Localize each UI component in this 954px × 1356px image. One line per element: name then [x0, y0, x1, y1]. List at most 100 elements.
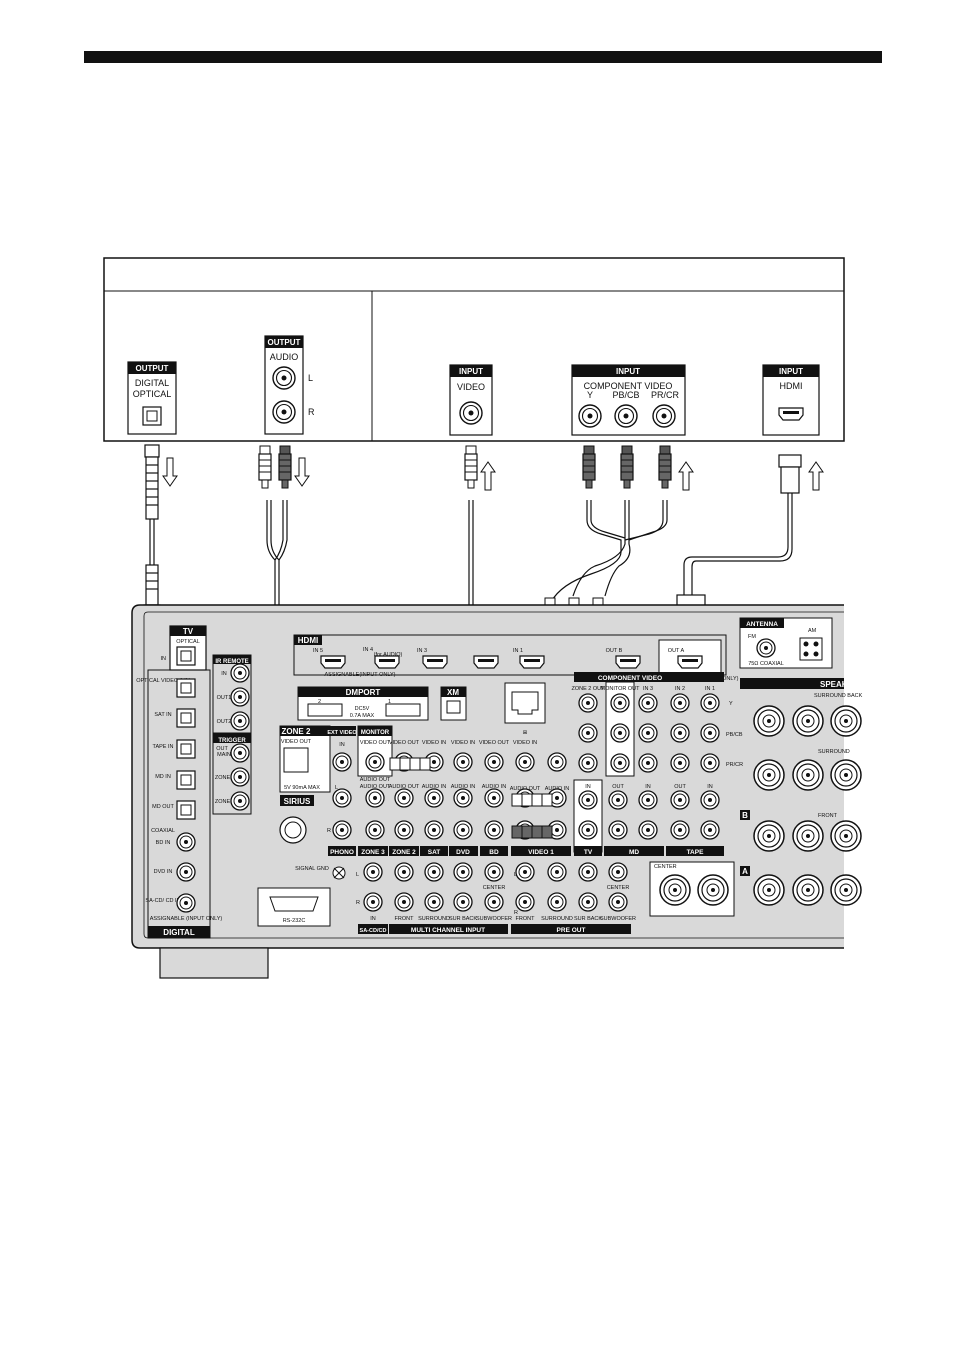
antenna-coaxial: 75Ω COAXIAL — [748, 661, 784, 667]
xm-block: XM — [440, 686, 467, 721]
top-rule — [84, 51, 882, 63]
comp-col-monitor: MONITOR OUT — [600, 686, 640, 692]
tv-hdmi-input-sub: HDMI — [780, 381, 803, 391]
spk-surround: SURROUND — [818, 749, 850, 755]
av-jack-grid: VIDEO OUT VIDEO IN VIDEO IN VIDEO OUT VI… — [332, 740, 720, 853]
optical-label-4: MD IN — [155, 774, 171, 780]
spk-surround-back: SURROUND BACK — [814, 693, 863, 699]
src-video1: VIDEO 1 — [528, 849, 554, 856]
receiver-plugs — [389, 757, 553, 839]
dmport-spec1: DC5V — [355, 706, 370, 712]
dmport-block: DMPORT 2 1 DC5V 0.7A MAX — [297, 686, 429, 721]
tape-in: IN — [707, 784, 713, 790]
tv-audio-l-label: L — [308, 373, 313, 383]
pre-out-block: L CENTER R FRONT SURROUND SUR BACK SUBWO… — [511, 862, 636, 934]
antenna-block: ANTENNA FM 75Ω COAXIAL AM — [739, 617, 833, 669]
ir-remote-header: IR REMOTE — [215, 659, 248, 665]
coaxial-label-2: DVD IN — [154, 869, 173, 875]
optical-label-5: MD OUT — [152, 804, 174, 810]
src-phono: PHONO — [330, 849, 354, 856]
component-header: COMPONENT VIDEO — [598, 675, 662, 682]
tv-digital-output-line2: OPTICAL — [133, 389, 172, 399]
hdmi-in1-label: IN 1 — [513, 648, 523, 654]
tv-audio-in: IN — [585, 784, 591, 790]
hdmi-assignable: ASSIGNABLE(INPUT ONLY) — [324, 672, 395, 678]
pre-out-header: PRE OUT — [557, 927, 586, 934]
ethernet-port: ⊞ — [504, 682, 546, 736]
pre-subwoofer: SUBWOOFER — [600, 916, 636, 922]
dmport-2: 2 — [318, 699, 321, 705]
spk-front: FRONT — [818, 813, 838, 819]
tv-digital-output-header: OUTPUT — [136, 364, 169, 373]
coaxial-header: COAXIAL — [151, 828, 175, 834]
rs232c-label: RS-232C — [283, 918, 306, 924]
mc-surback: SUR BACK — [449, 916, 477, 922]
zone2-header: ZONE 2 — [282, 727, 311, 736]
ch-r: R — [327, 828, 331, 834]
zone2-power: 5V 90mA MAX — [284, 785, 320, 791]
trigger-zone3: ZONE3 — [215, 799, 233, 805]
monitor-header: MONITOR — [361, 730, 390, 736]
src-zone3: ZONE 3 — [361, 849, 385, 856]
tv-hdmi-input-header: INPUT — [779, 367, 803, 376]
ch-l: L — [335, 785, 338, 791]
svg-text:⊞: ⊞ — [523, 730, 528, 736]
trigger-header: TRIGGER — [218, 738, 246, 744]
tv-component-input: INPUT COMPONENT VIDEO Y PB/CB PR/CR — [571, 364, 686, 436]
spk-center: CENTER — [654, 864, 677, 870]
trigger-zone2: ZONE2 — [215, 775, 233, 781]
receiver-component-video: COMPONENT VIDEO ZONE 2 OUT MONITOR OUT I… — [571, 672, 743, 777]
antenna-am: AM — [808, 628, 817, 634]
tv-optical-header: TV — [183, 627, 194, 636]
zone2-block: ZONE 2 VIDEO OUT 5V 90mA MAX SIRIUS — [279, 725, 331, 844]
tape-out: OUT — [674, 784, 686, 790]
receiver-rear-panel: DIGITAL TV OPTICAL IN OPTICAL VIDEO 1 IN… — [131, 604, 865, 979]
zone2-video-out: VIDEO OUT — [281, 739, 312, 745]
monitor-audio-out: AUDIO OUT — [360, 777, 391, 783]
optical-label-3: TAPE IN — [153, 744, 174, 750]
dmport-header: DMPORT — [346, 688, 381, 697]
comp-row-pb: PB/CB — [726, 732, 743, 738]
coaxial-label-3: SA-CD/ CD IN — [145, 898, 180, 904]
mc-header: MULTI CHANNEL INPUT — [411, 927, 485, 934]
ext-video-block: EXT VIDEO IN — [327, 726, 357, 772]
tv-component-y-label: Y — [587, 390, 593, 400]
tv-optical-block: TV OPTICAL IN — [161, 625, 207, 671]
trigger-out: OUT — [216, 746, 228, 752]
ir-in-label: IN — [221, 671, 227, 677]
ext-video-header: EXT VIDEO — [327, 730, 357, 736]
optical-label-2: SAT IN — [154, 712, 171, 718]
src-md: MD — [629, 849, 639, 856]
xm-label: XM — [447, 688, 459, 697]
tv-video-input-header: INPUT — [459, 367, 483, 376]
comp-col-zone2: ZONE 2 OUT — [571, 686, 605, 692]
mc-r: R — [356, 900, 360, 906]
optical-inputs: OPTICAL VIDEO 1 IN SAT IN TAPE IN MD IN … — [136, 678, 222, 922]
tv-component-pr-label: PR/CR — [651, 390, 680, 400]
tv-video-input-sub: VIDEO — [457, 382, 485, 392]
src-sat: SAT — [428, 849, 441, 856]
comp-col-in1: IN 1 — [705, 686, 715, 692]
src-zone2: ZONE 2 — [392, 849, 416, 856]
ext-video-in: IN — [339, 742, 345, 748]
tv-component-input-header: INPUT — [616, 367, 640, 376]
ir-out2-label: OUT2 — [217, 719, 232, 725]
video-col-2: VIDEO IN — [422, 740, 446, 746]
hdmi-header: HDMI — [298, 636, 318, 645]
tv-optical-in: IN — [161, 656, 167, 662]
hdmi-in3-label: IN 3 — [417, 648, 427, 654]
tv-hdmi-input: INPUT HDMI — [762, 364, 820, 436]
ir-remote-block: IR REMOTE IN OUT1 OUT2 — [212, 654, 252, 734]
tv-audio-output: OUTPUT AUDIO L R — [264, 335, 315, 435]
pre-surback: SUR BACK — [574, 916, 602, 922]
pre-center: CENTER — [607, 885, 630, 891]
mc-surround: SURROUND — [418, 916, 450, 922]
multi-channel-block: CENTER R IN FRONT SURROUND SUR BACK SUBW… — [356, 862, 512, 934]
tv-digital-output-line1: DIGITAL — [135, 378, 169, 388]
hdmi-outa-label: OUT A — [668, 648, 685, 654]
pre-front: FRONT — [516, 916, 536, 922]
mc-center: CENTER — [483, 885, 506, 891]
source-labels: PHONO ZONE 3 ZONE 2 SAT DVD BD VIDEO 1 T… — [328, 846, 724, 856]
tv-digital-optical-output: OUTPUT DIGITAL OPTICAL — [127, 361, 177, 435]
